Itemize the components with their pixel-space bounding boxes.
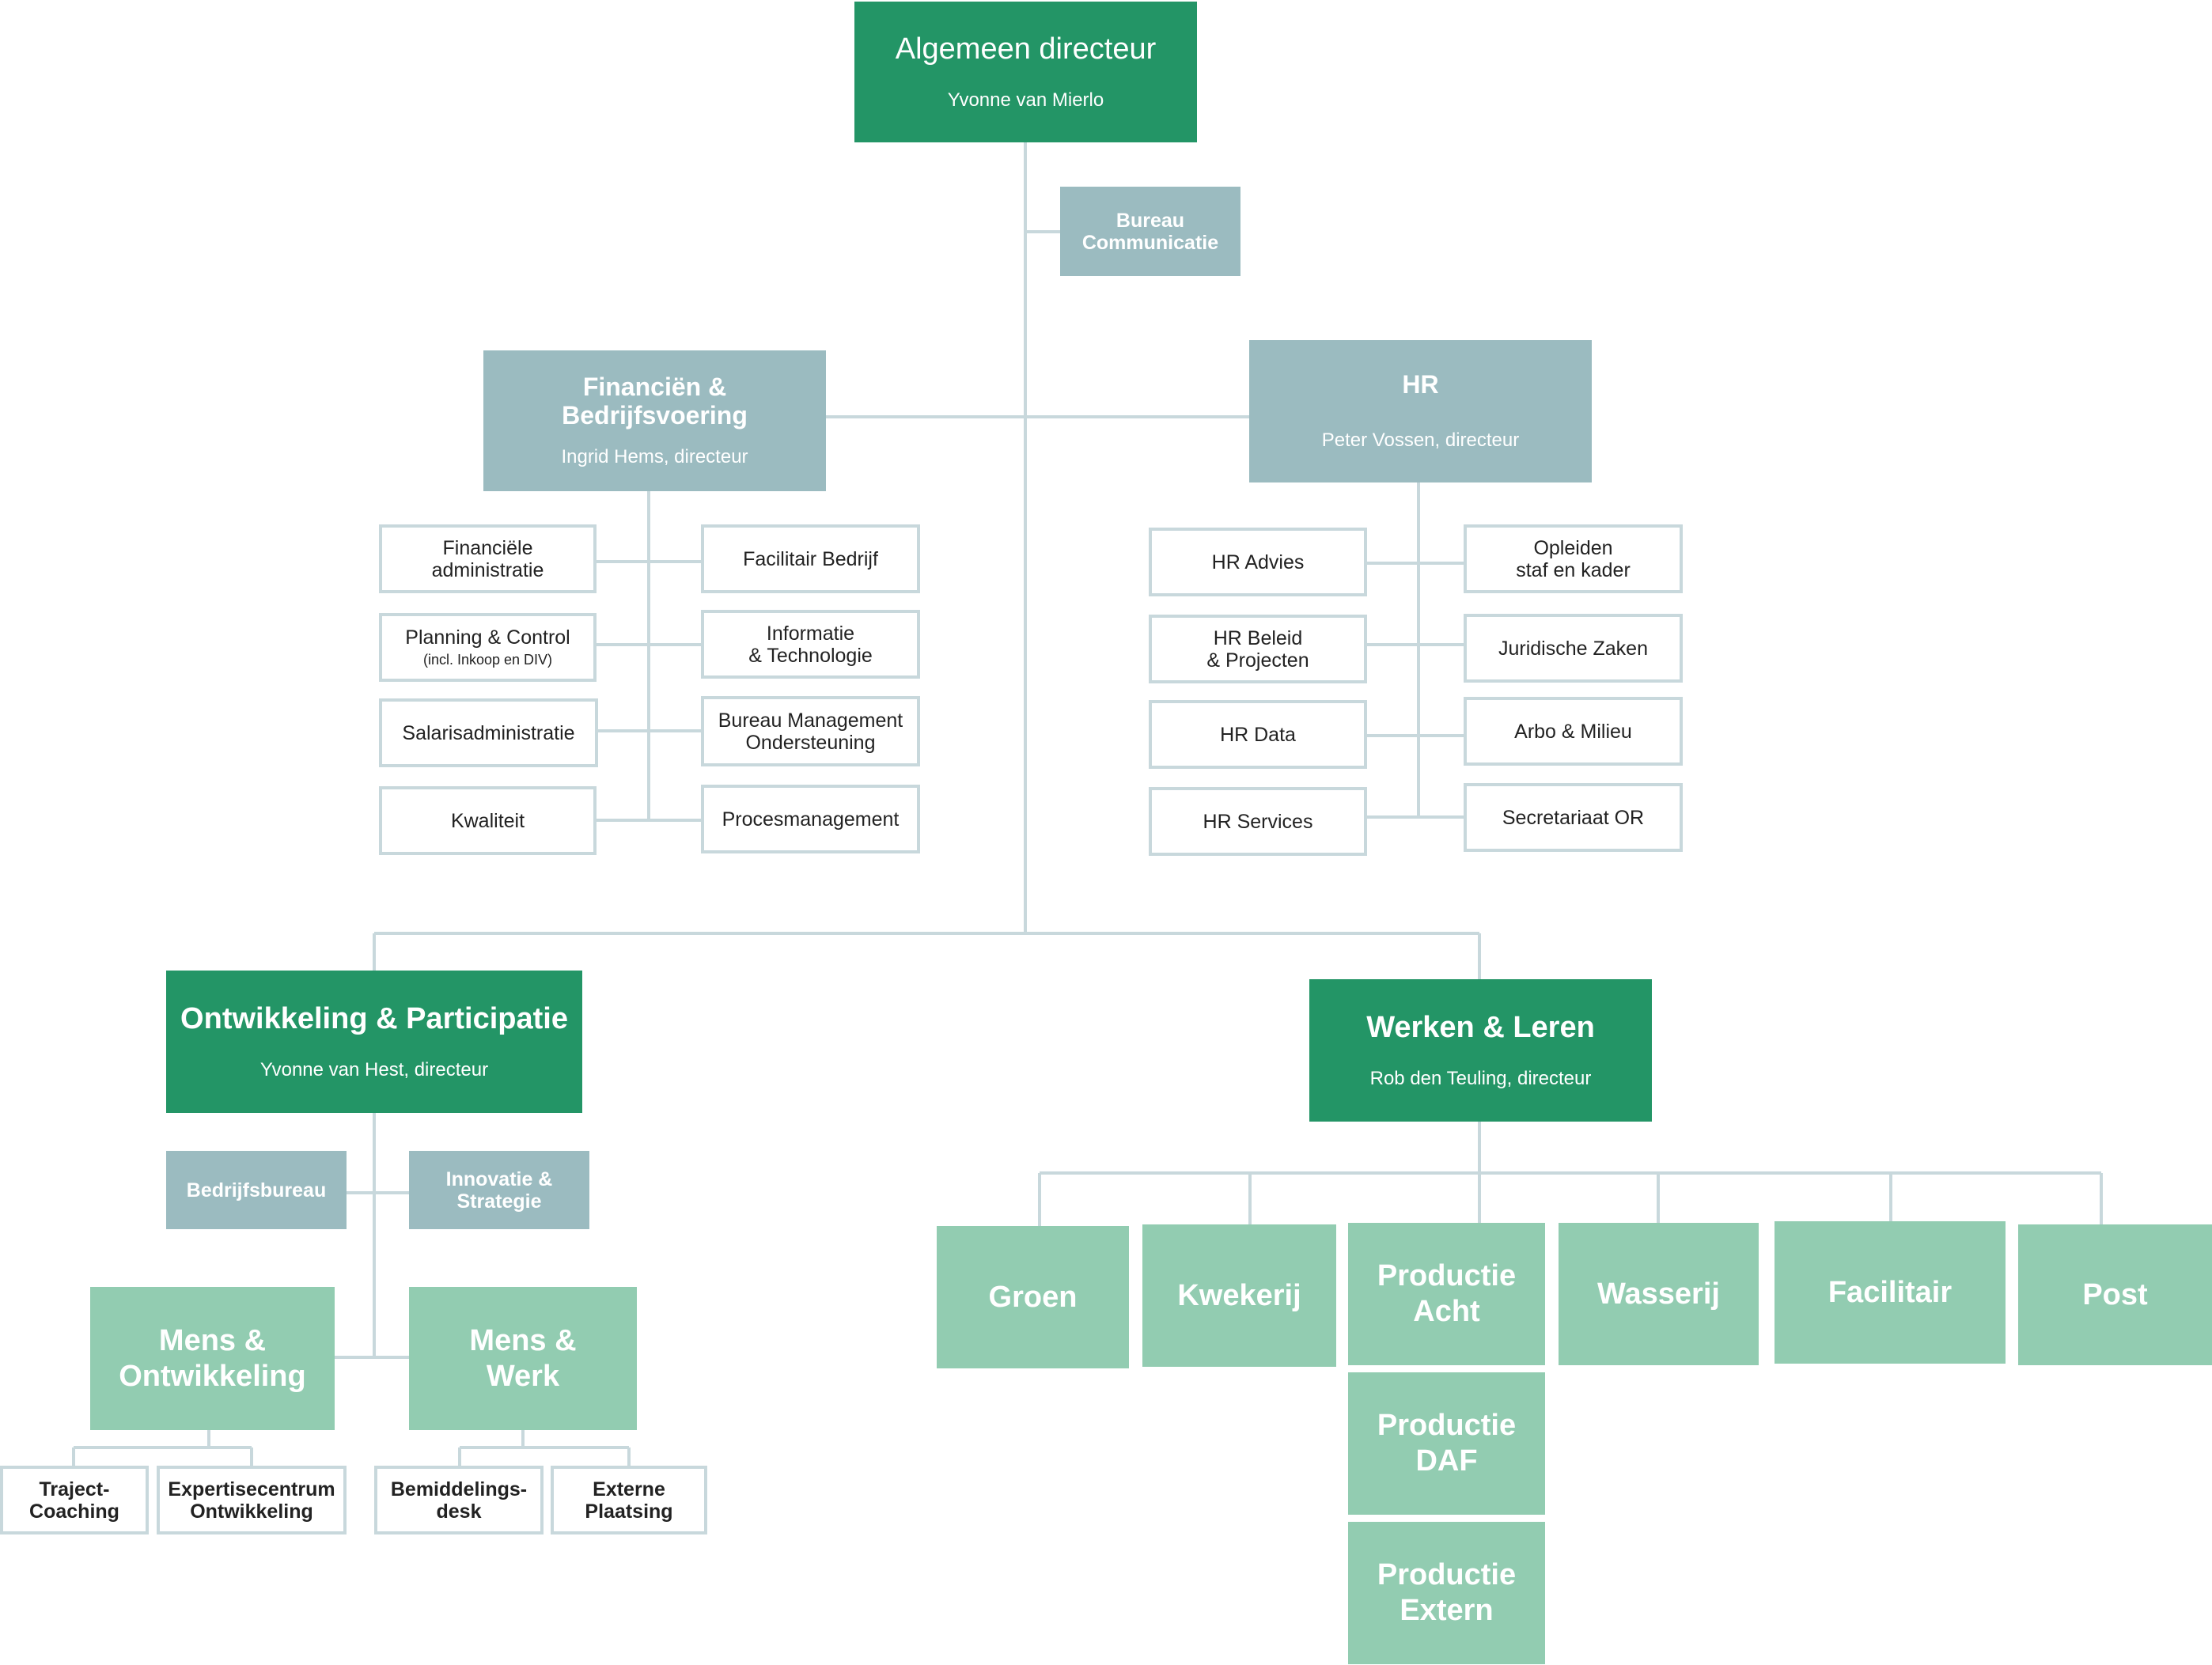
- general-director-name: Yvonne van Mierlo: [947, 89, 1104, 111]
- arbo-milieu: Arbo & Milieu: [1464, 697, 1683, 766]
- hr-services: HR Services: [1149, 787, 1367, 856]
- expertisecentrum-ontwikkeling: Expertisecentrum Ontwikkeling: [157, 1466, 347, 1534]
- mens-ontwikkeling: Mens & Ontwikkeling: [90, 1287, 335, 1430]
- salarisadministratie: Salarisadministratie: [379, 698, 598, 767]
- hr-advies: HR Advies: [1149, 528, 1367, 596]
- juridische-zaken: Juridische Zaken: [1464, 614, 1683, 683]
- productie-extern: Productie Extern: [1348, 1522, 1545, 1664]
- facilitair-bedrijf: Facilitair Bedrijf: [701, 524, 920, 593]
- wasserij: Wasserij: [1559, 1223, 1759, 1365]
- wl-director: Rob den Teuling, directeur: [1369, 1067, 1592, 1089]
- financiele-administratie: Financiële administratie: [379, 524, 597, 593]
- hr-data: HR Data: [1149, 700, 1367, 769]
- secretariaat-or: Secretariaat OR: [1464, 783, 1683, 852]
- procesmanagement: Procesmanagement: [701, 785, 920, 853]
- financien-director: Ingrid Hems, directeur: [561, 446, 748, 468]
- externe-plaatsing: Externe Plaatsing: [551, 1466, 707, 1534]
- bemiddelingsdesk: Bemiddelings- desk: [374, 1466, 544, 1534]
- facilitair: Facilitair: [1775, 1221, 2006, 1364]
- planning-control-label: Planning & Control: [405, 626, 570, 649]
- ontwikkeling-participatie-box: Ontwikkeling & Participatie Yvonne van H…: [166, 971, 582, 1113]
- groen: Groen: [937, 1226, 1129, 1368]
- hr-director: Peter Vossen, directeur: [1321, 429, 1520, 452]
- op-director: Yvonne van Hest, directeur: [259, 1058, 489, 1080]
- hr-beleid-projecten: HR Beleid & Projecten: [1149, 615, 1367, 683]
- post: Post: [2018, 1224, 2212, 1365]
- financien-box: Financiën & Bedrijfsvoering Ingrid Hems,…: [483, 350, 826, 491]
- hr-box: HR Peter Vossen, directeur: [1249, 340, 1592, 482]
- planning-control: Planning & Control (incl. Inkoop en DIV): [379, 613, 597, 682]
- kwekerij: Kwekerij: [1142, 1224, 1336, 1367]
- productie-acht: Productie Acht: [1348, 1223, 1545, 1365]
- planning-control-note: (incl. Inkoop en DIV): [422, 652, 553, 668]
- mens-werk: Mens & Werk: [409, 1287, 637, 1430]
- bedrijfsbureau: Bedrijfsbureau: [166, 1151, 347, 1229]
- innovatie-strategie: Innovatie & Strategie: [409, 1151, 589, 1229]
- bureau-management-ondersteuning: Bureau Management Ondersteuning: [701, 696, 920, 766]
- general-director-box: Algemeen directeur Yvonne van Mierlo: [854, 2, 1197, 142]
- opleiden-staf-kader: Opleiden staf en kader: [1464, 524, 1683, 593]
- wl-title: Werken & Leren: [1366, 1011, 1595, 1045]
- general-director-title: Algemeen directeur: [895, 32, 1157, 66]
- bureau-communicatie-box: Bureau Communicatie: [1060, 187, 1240, 276]
- financien-title: Financiën & Bedrijfsvoering: [562, 372, 748, 429]
- productie-daf: Productie DAF: [1348, 1372, 1545, 1515]
- hr-title: HR: [1402, 369, 1439, 399]
- werken-leren-box: Werken & Leren Rob den Teuling, directeu…: [1309, 979, 1652, 1122]
- informatie-technologie: Informatie & Technologie: [701, 610, 920, 679]
- traject-coaching: Traject- Coaching: [0, 1466, 149, 1534]
- op-title: Ontwikkeling & Participatie: [180, 1002, 568, 1036]
- kwaliteit: Kwaliteit: [379, 786, 597, 855]
